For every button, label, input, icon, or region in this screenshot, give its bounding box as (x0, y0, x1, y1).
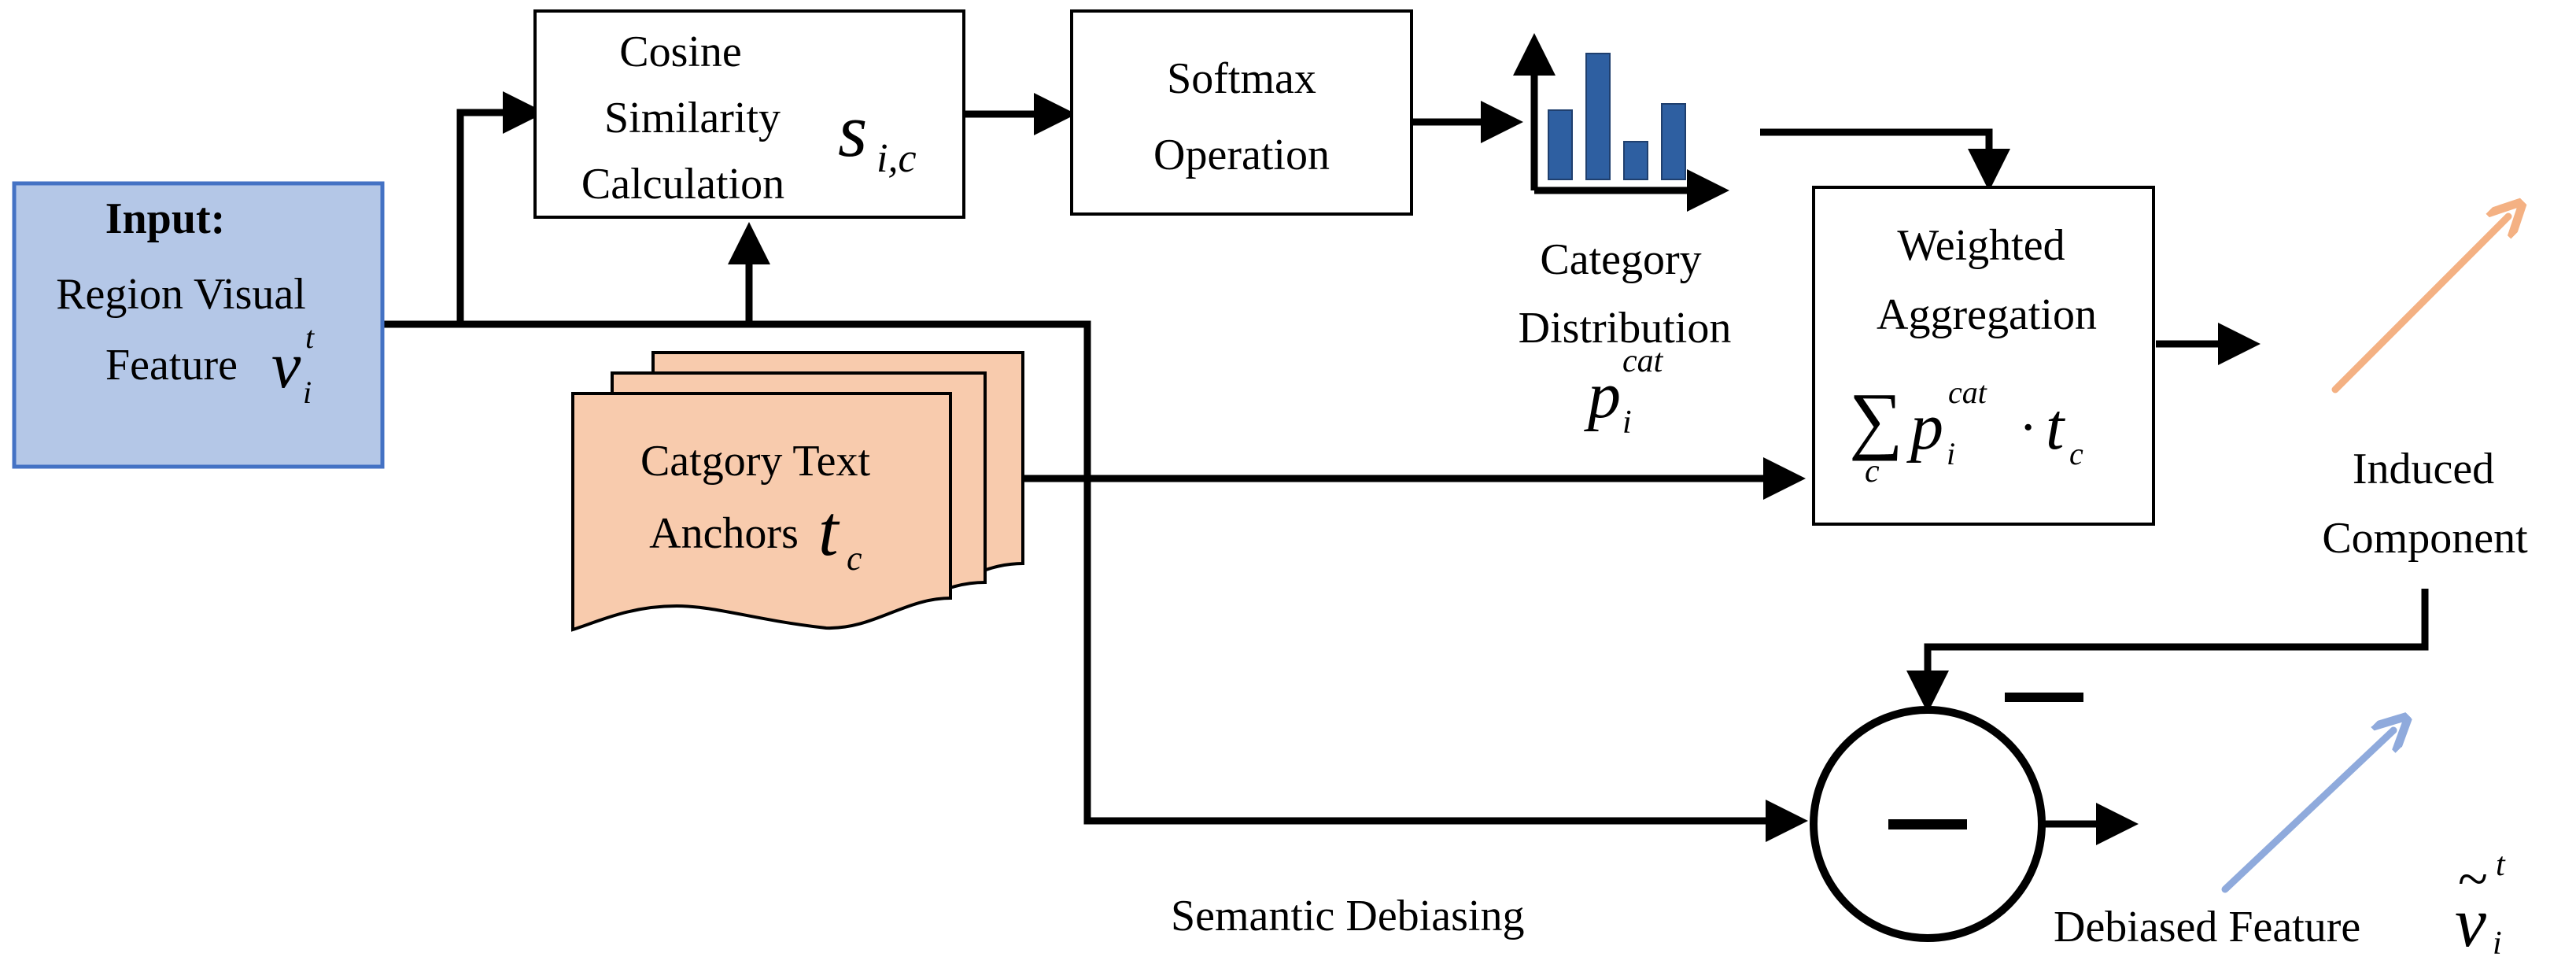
connectors (384, 91, 2429, 845)
input-line1: Region Visual (56, 270, 306, 319)
softmax-line2: Operation (1153, 131, 1330, 179)
distribution-line2: Distribution (1519, 304, 1732, 353)
anchors-symbol: t (818, 490, 840, 571)
distribution-symbol-sup: cat (1622, 343, 1664, 379)
debiased-sup: t (2496, 847, 2506, 883)
input-symbol: v (271, 329, 301, 402)
subtract-circle-minus-icon (1888, 819, 1967, 829)
weighted-box-border (1812, 186, 2155, 526)
histogram-bar (1548, 109, 1573, 180)
weighted-aggregation-box: Weighted Aggregation ∑ c p cat i · t c (1812, 186, 2155, 526)
induced-component-arrow-icon (2331, 216, 2508, 393)
weighted-t-symbol: t (2046, 390, 2066, 464)
category-distribution-label: Category Distribution p cat i (1519, 235, 1732, 441)
softmax-box-border (1070, 9, 1413, 216)
input-box-background (12, 181, 385, 469)
category-text-anchors: Catgory Text Anchors t c (571, 351, 1024, 632)
distribution-symbol-sub: i (1622, 405, 1632, 441)
weighted-p-sub: i (1947, 436, 1955, 471)
input-to-junction-line (384, 320, 1808, 842)
induced-line2: Component (2322, 514, 2528, 563)
histogram-bar (1661, 103, 1686, 180)
sum-symbol: ∑ (1849, 377, 1902, 461)
cosine-line3: Calculation (581, 160, 784, 209)
debiased-tilde: ~ (2458, 849, 2488, 910)
histogram-to-weighted-arrow (1760, 128, 2010, 191)
weighted-dot: · (2019, 397, 2037, 458)
input-title: Input: (105, 194, 226, 243)
minus-sign-icon (2005, 693, 2083, 702)
anchors-symbol-sub: c (847, 539, 862, 578)
histogram-bar (1585, 53, 1611, 180)
input-line2: Feature (105, 341, 238, 390)
debiased-feature: Debiased Feature v ~ t i (2054, 730, 2506, 962)
semantic-debiasing-label: Semantic Debiasing (1171, 892, 1524, 940)
debiased-feature-arrow-icon (2221, 730, 2393, 893)
weighted-line2: Aggregation (1877, 290, 2097, 339)
distribution-symbol: p (1584, 359, 1621, 432)
anchors-line1: Catgory Text (640, 437, 871, 486)
debiased-sub: i (2493, 926, 2502, 962)
weighted-p-symbol: p (1906, 390, 1943, 464)
cosine-line2: Similarity (604, 94, 781, 142)
distribution-line1: Category (1540, 235, 1701, 284)
input-box: Input: Region Visual Feature v t i (12, 181, 385, 469)
cosine-symbol-sub: i,c (877, 136, 917, 181)
anchors-line2: Anchors (649, 509, 799, 558)
induced-line1: Induced (2353, 445, 2494, 493)
input-symbol-sup: t (305, 320, 315, 355)
histogram-bar (1623, 141, 1648, 180)
input-symbol-sub: i (303, 375, 312, 410)
weighted-line1: Weighted (1897, 221, 2065, 270)
weighted-p-sup: cat (1948, 375, 1987, 410)
cosine-symbol: s (838, 88, 867, 172)
debiased-label: Debiased Feature (2054, 903, 2360, 951)
weighted-t-sub: c (2069, 436, 2083, 471)
sum-sub: c (1865, 453, 1880, 490)
subtraction-operator (1810, 693, 2083, 942)
induced-to-subtract-arrow (1906, 589, 2429, 713)
anchor-page-front (571, 392, 952, 632)
softmax-line1: Softmax (1167, 54, 1316, 103)
debiased-symbol: v (2455, 884, 2486, 962)
cosine-line1: Cosine (619, 28, 742, 76)
cosine-box-border (533, 9, 965, 219)
softmax-box: Softmax Operation (1070, 9, 1413, 216)
branch-to-cosine-arrow (456, 91, 545, 324)
induced-component: Induced Component (2322, 216, 2528, 563)
cosine-similarity-box: Cosine Similarity Calculation s i,c (533, 9, 965, 219)
category-distribution-histogram-icon (1513, 33, 1729, 212)
